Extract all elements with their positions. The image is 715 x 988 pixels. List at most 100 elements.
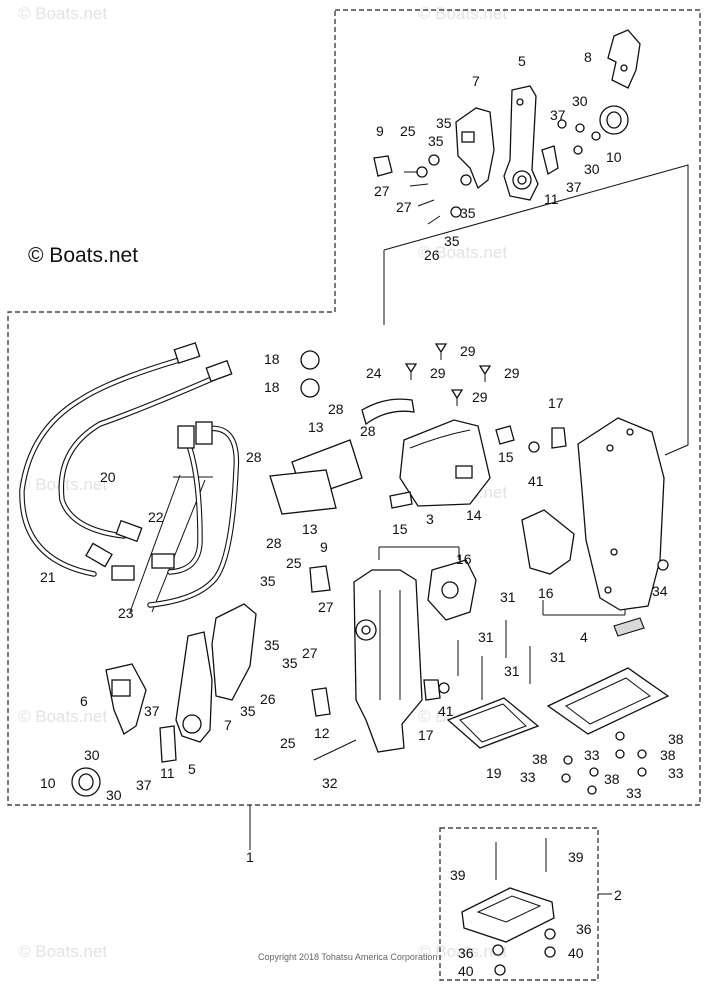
watermark: © Boats.net — [418, 4, 507, 23]
callout-37: 37 — [550, 107, 566, 123]
callout-33: 33 — [668, 765, 684, 781]
callout-35: 35 — [260, 573, 276, 589]
housing-3 — [353, 569, 423, 753]
callout-39: 39 — [450, 867, 466, 883]
callout-28: 28 — [266, 535, 282, 551]
callout-31: 31 — [478, 629, 494, 645]
callout-35: 35 — [460, 205, 476, 221]
callout-38: 38 — [532, 751, 548, 767]
button-9 — [373, 155, 393, 177]
cap-18 — [300, 350, 320, 370]
callout-33: 33 — [626, 785, 642, 801]
callout-28: 28 — [328, 401, 344, 417]
watermark: © Boats.net — [418, 243, 507, 262]
callout-26: 26 — [424, 247, 440, 263]
callout-41: 41 — [528, 473, 544, 489]
callout-13: 13 — [308, 419, 324, 435]
callout-28: 28 — [246, 449, 262, 465]
connector — [177, 425, 195, 449]
callout-7: 7 — [472, 73, 480, 89]
brand-label: © Boats.net — [28, 244, 138, 267]
callout-23: 23 — [118, 605, 134, 621]
housing-14 — [399, 419, 491, 507]
callout-37: 37 — [144, 703, 160, 719]
callout-17: 17 — [548, 395, 564, 411]
callout-30: 30 — [572, 93, 588, 109]
connector — [195, 421, 213, 445]
callout-20: 20 — [100, 469, 116, 485]
callout-26: 26 — [260, 691, 276, 707]
group-frame-1 — [7, 9, 701, 806]
callout-16: 16 — [538, 585, 554, 601]
callout-32: 32 — [322, 775, 338, 791]
connector — [205, 359, 233, 383]
callout-15: 15 — [498, 449, 514, 465]
callout-29: 29 — [472, 389, 488, 405]
connector — [173, 342, 201, 364]
callout-31: 31 — [504, 663, 520, 679]
callout-29: 29 — [460, 343, 476, 359]
callout-34: 34 — [652, 583, 668, 599]
callout-30: 30 — [84, 747, 100, 763]
callout-35: 35 — [240, 703, 256, 719]
cover-24 — [361, 398, 415, 426]
callout-16: 16 — [456, 551, 472, 567]
callout-39: 39 — [568, 849, 584, 865]
watermark: © Boats.net — [18, 942, 107, 961]
button-9b — [309, 565, 331, 593]
callout-38: 38 — [660, 747, 676, 763]
callout-5: 5 — [188, 761, 196, 777]
housing-4 — [577, 417, 665, 611]
bracket-17b — [423, 679, 441, 701]
connector — [85, 542, 113, 568]
callout-29: 29 — [430, 365, 446, 381]
watermark: © Boats.net — [18, 707, 107, 726]
callout-10: 10 — [606, 149, 622, 165]
plate — [546, 667, 670, 735]
callout-11: 11 — [544, 191, 559, 207]
mount-block — [461, 887, 555, 943]
callout-40: 40 — [458, 963, 474, 979]
hardware — [269, 343, 567, 515]
callout-36: 36 — [576, 921, 592, 937]
callout-33: 33 — [520, 769, 536, 785]
handle-arm-8 — [607, 29, 641, 89]
clip-15 — [389, 491, 413, 509]
callout-12: 12 — [314, 725, 330, 741]
callout-22: 22 — [148, 509, 164, 525]
bracket-11b — [159, 725, 177, 763]
callout-35: 35 — [436, 115, 452, 131]
cover-7 — [455, 107, 495, 190]
callout-40: 40 — [568, 945, 584, 961]
callout-4: 4 — [580, 629, 588, 645]
callout-18: 18 — [264, 351, 280, 367]
callout-27: 27 — [396, 199, 412, 215]
callout-25: 25 — [280, 735, 296, 751]
callout-19: 19 — [486, 765, 502, 781]
lower-parts — [71, 417, 670, 976]
callout-11: 11 — [160, 765, 175, 781]
callout-25: 25 — [286, 555, 302, 571]
callout-9: 9 — [376, 123, 384, 139]
callout-7: 7 — [224, 717, 232, 733]
connector-23 — [111, 565, 135, 581]
callout-2: 2 — [614, 887, 622, 903]
connector — [115, 519, 143, 543]
clip-12 — [311, 687, 331, 717]
lever-5 — [503, 85, 539, 201]
callout-18: 18 — [264, 379, 280, 395]
lever-5b — [175, 631, 213, 743]
callout-9: 9 — [320, 539, 328, 555]
callout-27: 27 — [374, 183, 390, 199]
callout-35: 35 — [444, 233, 460, 249]
gasket-19 — [446, 697, 540, 749]
callout-30: 30 — [584, 161, 600, 177]
callout-38: 38 — [668, 731, 684, 747]
copyright: Copyright 2018 Tohatsu America Corporati… — [258, 952, 437, 962]
callout-37: 37 — [566, 179, 582, 195]
callout-38: 38 — [604, 771, 620, 787]
callout-5: 5 — [518, 53, 526, 69]
callout-3: 3 — [426, 511, 434, 527]
bracket-11 — [541, 145, 559, 176]
